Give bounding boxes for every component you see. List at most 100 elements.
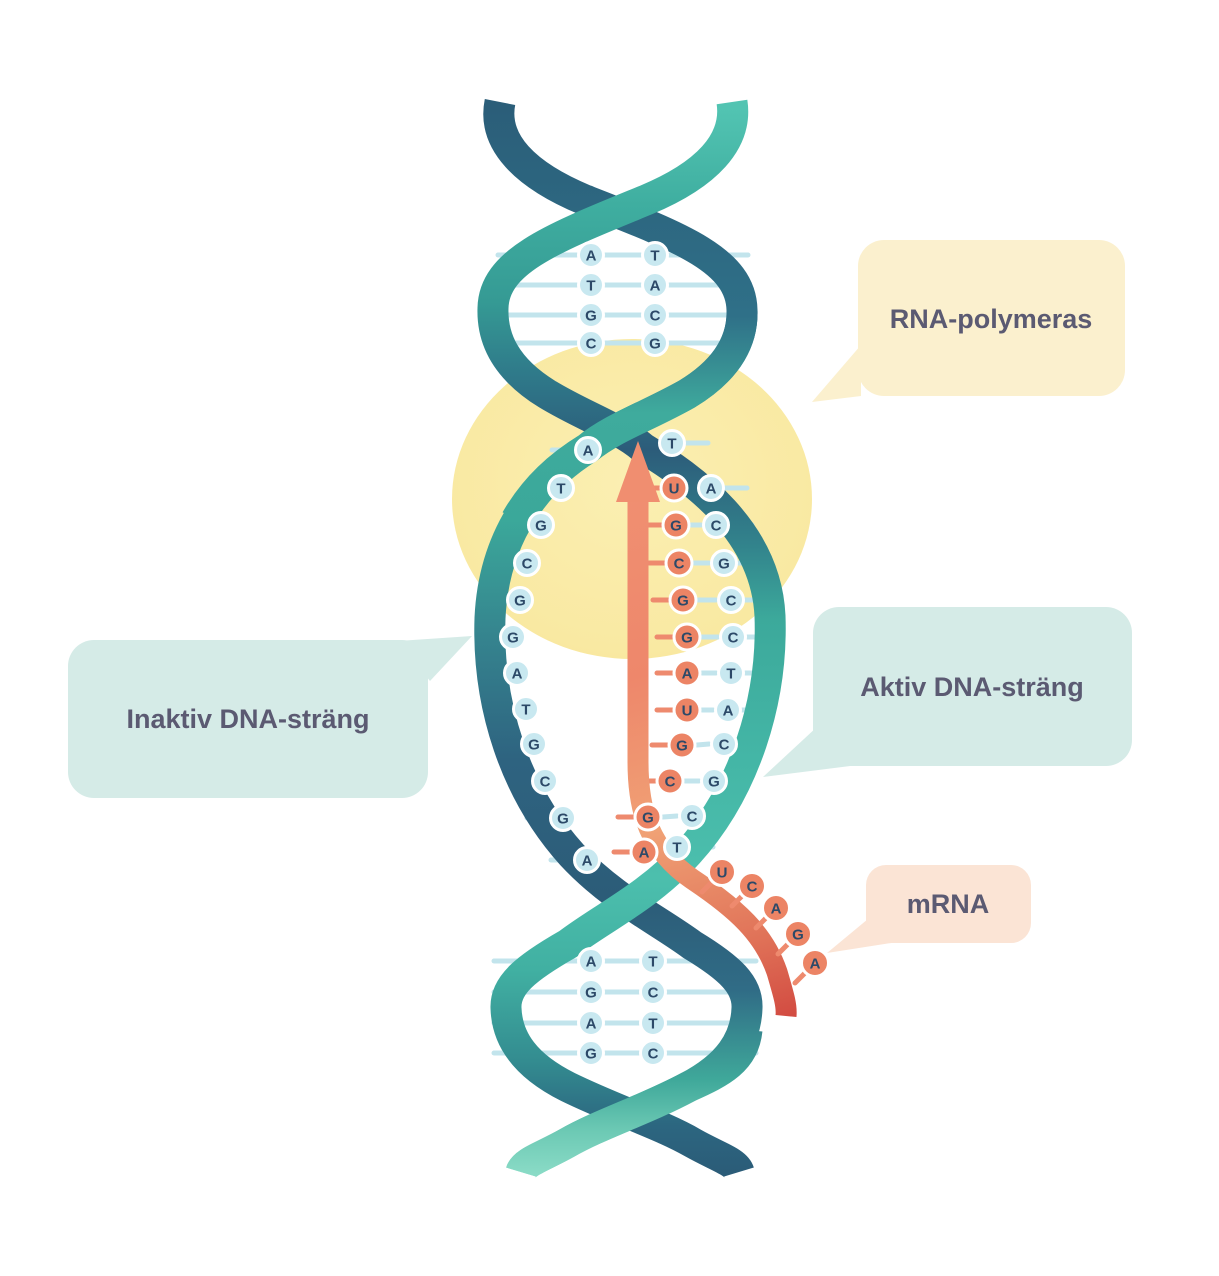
nucleotide-A: A [577, 947, 605, 975]
nucleotide-G: G [700, 767, 728, 795]
nucleotide-circle [513, 549, 541, 577]
nucleotide-circle [641, 329, 669, 357]
nucleotide-A: A [800, 948, 830, 978]
nucleotide-A: A [761, 893, 791, 923]
nucleotide-C: C [639, 1039, 667, 1067]
nucleotide-circle [527, 511, 555, 539]
nucleotide-letter: G [514, 593, 526, 610]
nucleotide-G: G [577, 978, 605, 1006]
nucleotide-circle [710, 549, 738, 577]
nucleotide-A: A [714, 696, 742, 724]
nucleotide-letter: A [723, 703, 734, 720]
active-strand-label: Aktiv DNA-sträng [860, 672, 1084, 702]
nucleotide-G: G [667, 730, 697, 760]
nucleotide-C: C [737, 871, 767, 901]
nucleotide-U: U [659, 473, 689, 503]
nucleotide-circle [737, 871, 767, 901]
nucleotide-G: G [641, 329, 669, 357]
nucleotide-letter: G [670, 518, 682, 535]
nucleotide-letter: A [586, 954, 597, 971]
nucleotide-letter: C [586, 336, 597, 353]
nucleotide-circle [663, 833, 691, 861]
nucleotide-T: T [639, 1009, 667, 1037]
nucleotide-circle [668, 585, 698, 615]
pair-line [660, 813, 680, 820]
nucleotide-circle [520, 730, 548, 758]
nucleotide-C: C [678, 802, 706, 830]
nucleotide-U: U [707, 857, 737, 887]
nucleotide-letter: C [648, 1046, 659, 1063]
nucleotide-circle [658, 429, 686, 457]
nucleotide-circle [506, 586, 534, 614]
nucleotide-circle [639, 1039, 667, 1067]
dna-strand-1-overlay-top [502, 309, 758, 528]
nucleotide-T: T [547, 474, 575, 502]
nucleotide-letter: G [792, 927, 804, 944]
nucleotide-letter: C [711, 518, 722, 535]
nucleotide-circle [549, 804, 577, 832]
nucleotide-A: A [577, 1009, 605, 1037]
nucleotide-circle [641, 241, 669, 269]
mrna-tail-tick [792, 969, 809, 986]
nucleotide-circle [717, 586, 745, 614]
nucleotide-C: C [577, 329, 605, 357]
mrna-label: mRNA [907, 889, 990, 919]
nucleotide-letter: A [586, 1016, 597, 1033]
nucleotide-circle [573, 846, 601, 874]
nucleotide-letter: T [586, 278, 595, 295]
nucleotide-circle [667, 730, 697, 760]
nucleotide-letter: T [650, 248, 659, 265]
nucleotide-A: A [503, 659, 531, 687]
nucleotide-G: G [506, 586, 534, 614]
nucleotide-letter: A [706, 481, 717, 498]
nucleotide-circle [574, 436, 602, 464]
nucleotide-letter: G [708, 774, 720, 791]
nucleotide-letter: A [583, 443, 594, 460]
nucleotide-circle [800, 948, 830, 978]
nucleotide-circle [577, 301, 605, 329]
nucleotide-letter: G [507, 630, 519, 647]
nucleotide-letter: C [648, 985, 659, 1002]
nucleotide-circle [672, 658, 702, 688]
nucleotide-letter: G [535, 518, 547, 535]
nucleotide-A: A [697, 474, 725, 502]
nucleotide-circle [633, 802, 663, 832]
label-inactive-strand: Inaktiv DNA-sträng [68, 636, 472, 798]
nucleotide-A: A [577, 241, 605, 269]
nucleotide-circle [639, 947, 667, 975]
nucleotide-circle [639, 978, 667, 1006]
nucleotide-T: T [717, 659, 745, 687]
dna-strand-1-overlay-bottom [506, 1027, 763, 1180]
nucleotide-letter: T [672, 840, 681, 857]
nucleotide-C: C [513, 549, 541, 577]
nucleotide-letter: A [639, 845, 650, 862]
nucleotide-circle [577, 1039, 605, 1067]
nucleotide-letter: T [648, 1016, 657, 1033]
nucleotide-G: G [668, 585, 698, 615]
nucleotide-circle [659, 473, 689, 503]
nucleotide-G: G [672, 622, 702, 652]
nucleotide-letter: G [585, 985, 597, 1002]
bubble-body [68, 640, 428, 798]
dna-strand-2 [477, 99, 786, 1180]
nucleotide-letter: G [718, 556, 730, 573]
bubble-tail [812, 345, 861, 402]
bubble-body [813, 607, 1132, 766]
nucleotide-letter: A [582, 853, 593, 870]
nucleotide-circle [710, 730, 738, 758]
nucleotide-circle [577, 271, 605, 299]
nucleotide-circle [672, 622, 702, 652]
nucleotide-circle [700, 767, 728, 795]
nucleotide-circle [641, 271, 669, 299]
nucleotide-letter: A [771, 901, 782, 918]
nucleotide-letter: A [650, 278, 661, 295]
nucleotide-letter: C [522, 556, 533, 573]
nucleotide-letter: G [585, 308, 597, 325]
label-mrna: mRNA [827, 865, 1031, 953]
nucleotide-A: A [574, 436, 602, 464]
nucleotide-letter: C [719, 737, 730, 754]
nucleotide-letter: C [687, 809, 698, 826]
nucleotide-letter: G [642, 810, 654, 827]
nucleotide-letter: G [585, 1046, 597, 1063]
nucleotide-A: A [672, 658, 702, 688]
